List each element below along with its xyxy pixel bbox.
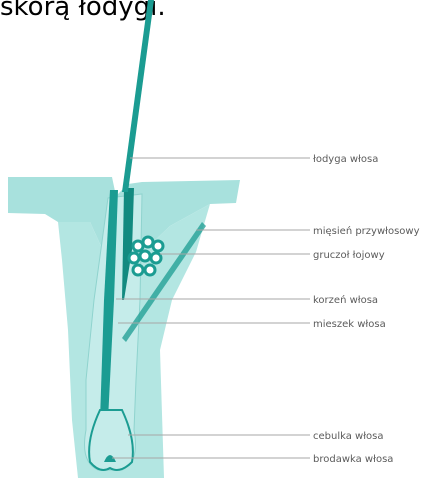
label-bulb: cebulka włosa [313,431,384,442]
label-sebaceous-gland: gruczoł łojowy [313,250,385,261]
label-follicle: mieszek włosa [313,319,386,330]
label-papilla: brodawka włosa [313,454,393,465]
label-shaft: łodyga włosa [313,154,378,165]
label-arrector-muscle: mięsień przywłosowy [313,225,420,237]
hair-shaft [122,0,154,192]
label-root: korzeń włosa [313,294,378,306]
